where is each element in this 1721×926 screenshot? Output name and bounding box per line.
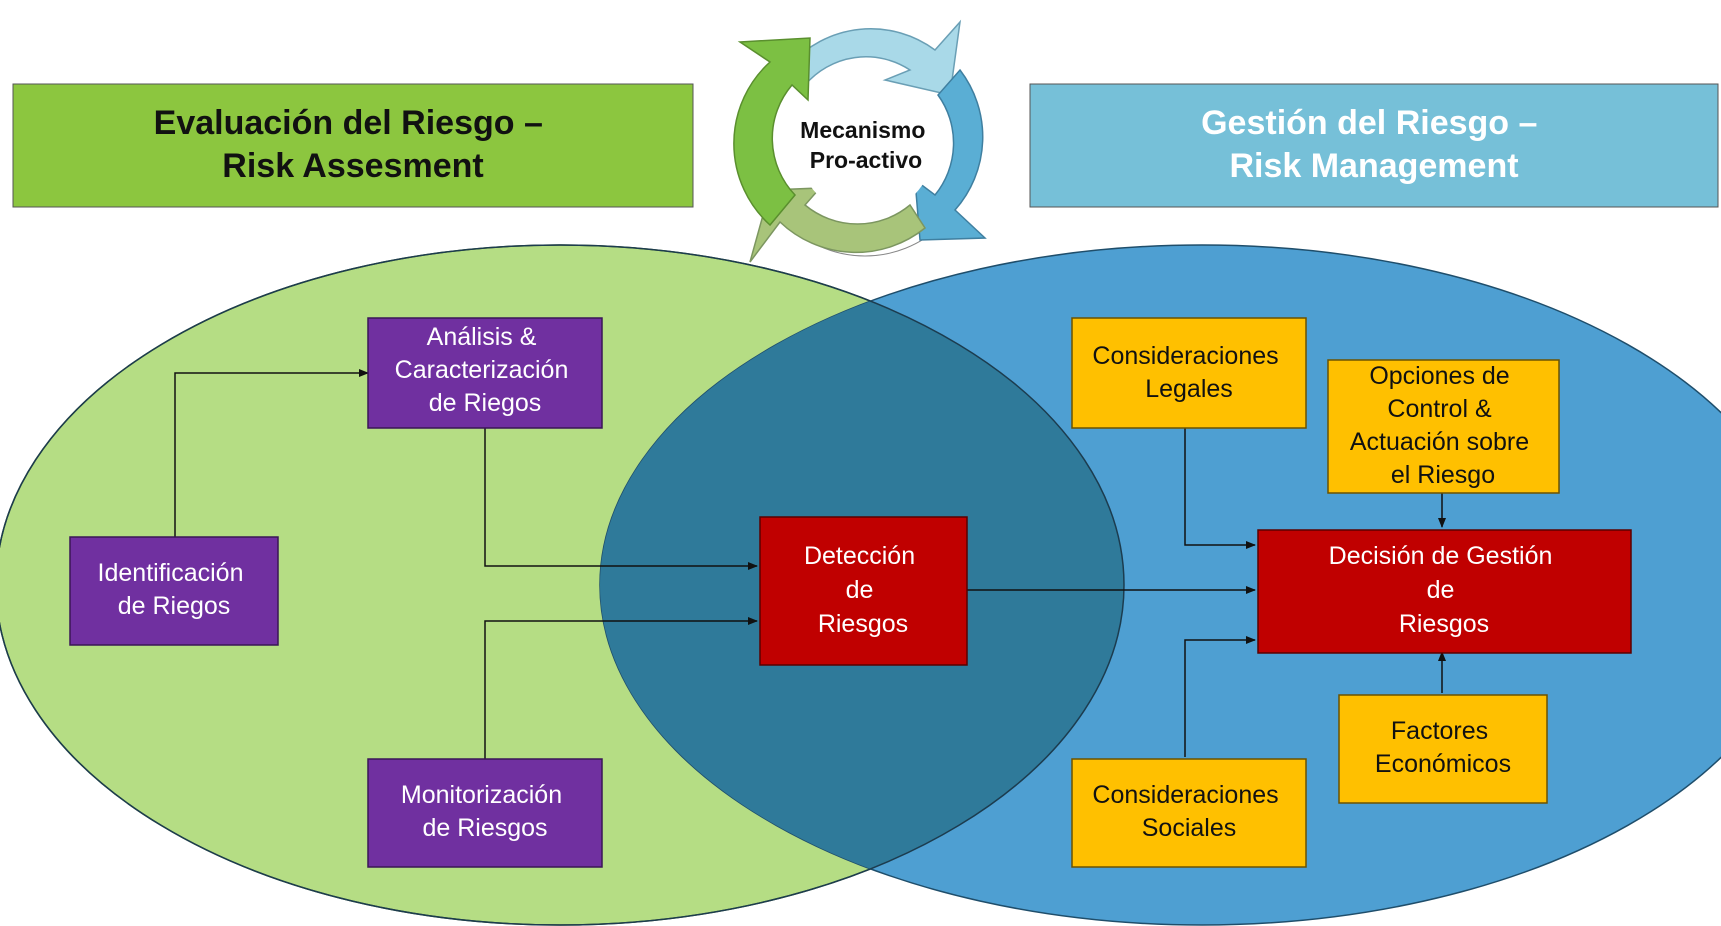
cycle-label: Mecanismo Pro-activo bbox=[800, 117, 932, 173]
cycle-arrow-bottom bbox=[749, 187, 926, 263]
arrow-identificacion-to-analisis bbox=[174, 369, 369, 537]
box-deteccion: Detección de Riesgos bbox=[759, 516, 968, 666]
svg-text:Decisión de Gestión de: Decisión de Gestión de Riesgos bbox=[1329, 542, 1560, 638]
box-legales: Consideraciones Legales bbox=[1071, 317, 1307, 429]
svg-text:Consideraciones Sociales: Consideraciones Sociales bbox=[1092, 781, 1285, 842]
cycle-center bbox=[798, 79, 934, 215]
box-opciones: Opciones de Control & Actuación sobre el… bbox=[1327, 359, 1560, 494]
management-banner-title: Gestión del Riesgo – Risk Management bbox=[1201, 104, 1547, 185]
svg-text:Detección de Riesg: Detección de Riesgos bbox=[804, 542, 922, 638]
cycle-arrow-top bbox=[789, 19, 962, 96]
cycle-arrow-left bbox=[733, 37, 811, 227]
assessment-banner bbox=[12, 83, 694, 208]
overlap-region bbox=[600, 245, 1124, 925]
box-sociales: Consideraciones Sociales bbox=[1071, 758, 1307, 868]
box-analisis: Análisis & Caracterización de Riegos bbox=[367, 317, 603, 429]
svg-text:Factores Económicos: Factores Económicos bbox=[1375, 717, 1511, 778]
arrow-monitorizacion-to-deteccion bbox=[484, 617, 758, 759]
arrow-legales-to-decision bbox=[1184, 428, 1256, 549]
proactive-cycle: Mecanismo Pro-activo bbox=[733, 19, 987, 263]
box-decision: Decisión de Gestión de Riesgos bbox=[1257, 529, 1632, 654]
svg-text:Opciones de Control &: Opciones de Control & Actuación sobre el… bbox=[1350, 362, 1536, 489]
arrow-sociales-to-decision bbox=[1184, 636, 1256, 757]
management-banner bbox=[1029, 83, 1719, 208]
assessment-banner-title: Evaluación del Riesgo – Risk Assesment bbox=[154, 104, 553, 185]
svg-text:Análisis & Caracterizaci: Análisis & Caracterización de Riegos bbox=[395, 323, 576, 417]
svg-text:Consideraciones Legales: Consideraciones Legales bbox=[1092, 342, 1285, 403]
assessment-ellipse-outline bbox=[0, 244, 1125, 926]
box-monitorizacion: Monitorización de Riesgos bbox=[367, 758, 603, 868]
svg-text:Monitorización de Riesgo: Monitorización de Riesgos bbox=[401, 781, 569, 842]
box-identificacion: Identificación de Riegos bbox=[69, 536, 279, 646]
arrow-analisis-to-deteccion bbox=[484, 428, 758, 570]
connectors bbox=[174, 369, 1446, 759]
box-economicos: Factores Económicos bbox=[1338, 694, 1548, 804]
cycle-arrow-right bbox=[914, 68, 987, 241]
svg-text:Identificación de Riegos: Identificación de Riegos bbox=[98, 559, 251, 620]
